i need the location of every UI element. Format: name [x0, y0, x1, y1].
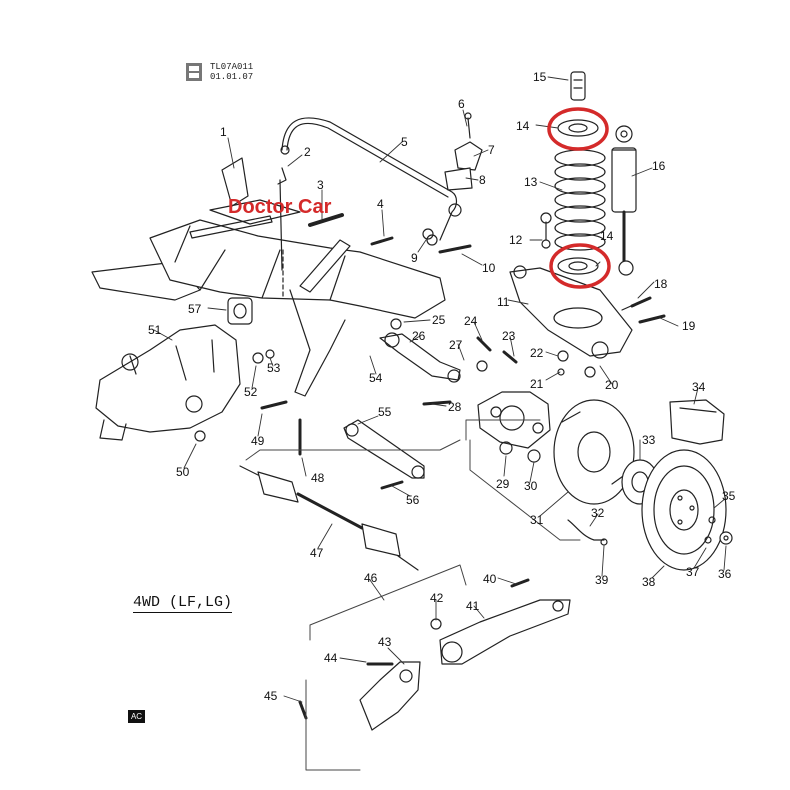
knuckle: [477, 391, 551, 463]
callout-57: 57: [188, 302, 202, 316]
callout-55: 55: [378, 405, 392, 419]
callout-2: 2: [304, 145, 311, 159]
callout-9: 9: [411, 251, 418, 265]
callout-30: 30: [524, 479, 538, 493]
group-brackets: [245, 419, 581, 771]
bolt-set-top: [277, 167, 552, 271]
callout-39: 39: [595, 573, 609, 587]
callout-23: 23: [502, 329, 516, 343]
upper-link: [379, 332, 461, 383]
lateral-link: [343, 419, 425, 490]
stabilizer-bar: [280, 117, 462, 246]
callout-28: 28: [448, 400, 462, 414]
callout-33: 33: [642, 433, 656, 447]
callout-43: 43: [378, 635, 392, 649]
callout-54: 54: [369, 371, 383, 385]
variant-label: 4WD (LF,LG): [133, 594, 233, 613]
callout-56: 56: [406, 493, 420, 507]
trailing-arm-bracket: [298, 661, 421, 731]
callout-13: 13: [524, 175, 538, 189]
callout-24: 24: [464, 314, 478, 328]
callout-22: 22: [530, 346, 544, 360]
callout-20: 20: [605, 378, 619, 392]
bump-stop: [570, 71, 586, 101]
callout-5: 5: [401, 135, 408, 149]
lower-control-arm: [509, 265, 641, 359]
arm-bolts: [557, 296, 666, 378]
callout-29: 29: [496, 477, 510, 491]
brake-caliper: [669, 399, 725, 445]
callout-40: 40: [483, 572, 497, 586]
corner-badge: AC: [128, 710, 145, 723]
spring-seat-upper: [557, 119, 599, 137]
callout-46: 46: [364, 571, 378, 585]
callout-15: 15: [533, 70, 547, 84]
callout-19: 19: [682, 319, 696, 333]
watermark-text: Doctor Car: [228, 196, 332, 218]
callout-26: 26: [412, 329, 426, 343]
callout-52: 52: [244, 385, 258, 399]
callout-3: 3: [317, 178, 324, 192]
callout-49: 49: [251, 434, 265, 448]
callout-11: 11: [497, 295, 510, 309]
callout-50: 50: [176, 465, 190, 479]
callout-8: 8: [479, 173, 486, 187]
mount-bushing: [227, 297, 253, 325]
backing-plate: [553, 399, 635, 505]
callout-25: 25: [432, 313, 446, 327]
diagram-reference: TL07A011 01.01.07: [210, 62, 253, 82]
callout-7: 7: [488, 143, 495, 157]
callout-4: 4: [377, 197, 384, 211]
drive-shaft: [239, 465, 419, 571]
callout-37: 37: [686, 565, 700, 579]
wheel-hardware: [567, 516, 733, 546]
leader-lines: [153, 76, 727, 703]
callout-18: 18: [654, 277, 668, 291]
callout-51: 51: [148, 323, 162, 337]
callout-14-lower: 14: [600, 229, 614, 243]
differential: [95, 324, 241, 441]
trailing-arm: [430, 578, 571, 665]
callout-42: 42: [430, 591, 444, 605]
callout-12: 12: [509, 233, 523, 247]
callout-38: 38: [642, 575, 656, 589]
diagram-date: 01.01.07: [210, 72, 254, 82]
callout-45: 45: [264, 689, 278, 703]
stabilizer-bracket: [444, 112, 483, 191]
callout-53: 53: [267, 361, 281, 375]
brake-disc: [641, 449, 727, 571]
highlight-upper-seat: [547, 107, 609, 151]
callout-32: 32: [591, 506, 605, 520]
callout-6: 6: [458, 97, 465, 111]
callout-35: 35: [722, 489, 736, 503]
callout-16: 16: [652, 159, 666, 173]
callout-21: 21: [530, 377, 544, 391]
coil-spring: [554, 149, 606, 251]
highlight-lower-seat: [549, 243, 611, 289]
document-icon: [186, 63, 202, 81]
callout-1: 1: [220, 125, 227, 139]
diagram-code: TL07A011: [210, 62, 254, 72]
callout-27: 27: [449, 338, 463, 352]
spring-seat-lower: [557, 257, 599, 275]
callout-10: 10: [482, 261, 496, 275]
callout-31: 31: [530, 513, 544, 527]
diff-bolts: [194, 349, 302, 456]
callout-48: 48: [311, 471, 325, 485]
callout-34: 34: [692, 380, 706, 394]
callout-numbers: 1 2 3 4 5 6 7 8 9 10 11 12 13 14 14 15 1…: [148, 70, 736, 703]
shock-absorber: [611, 125, 637, 276]
callout-47: 47: [310, 546, 324, 560]
callout-36: 36: [718, 567, 732, 581]
callout-14-upper: 14: [516, 119, 530, 133]
callout-41: 41: [466, 599, 480, 613]
callout-44: 44: [324, 651, 338, 665]
link-hardware: [390, 318, 518, 406]
subframe: [91, 157, 446, 397]
